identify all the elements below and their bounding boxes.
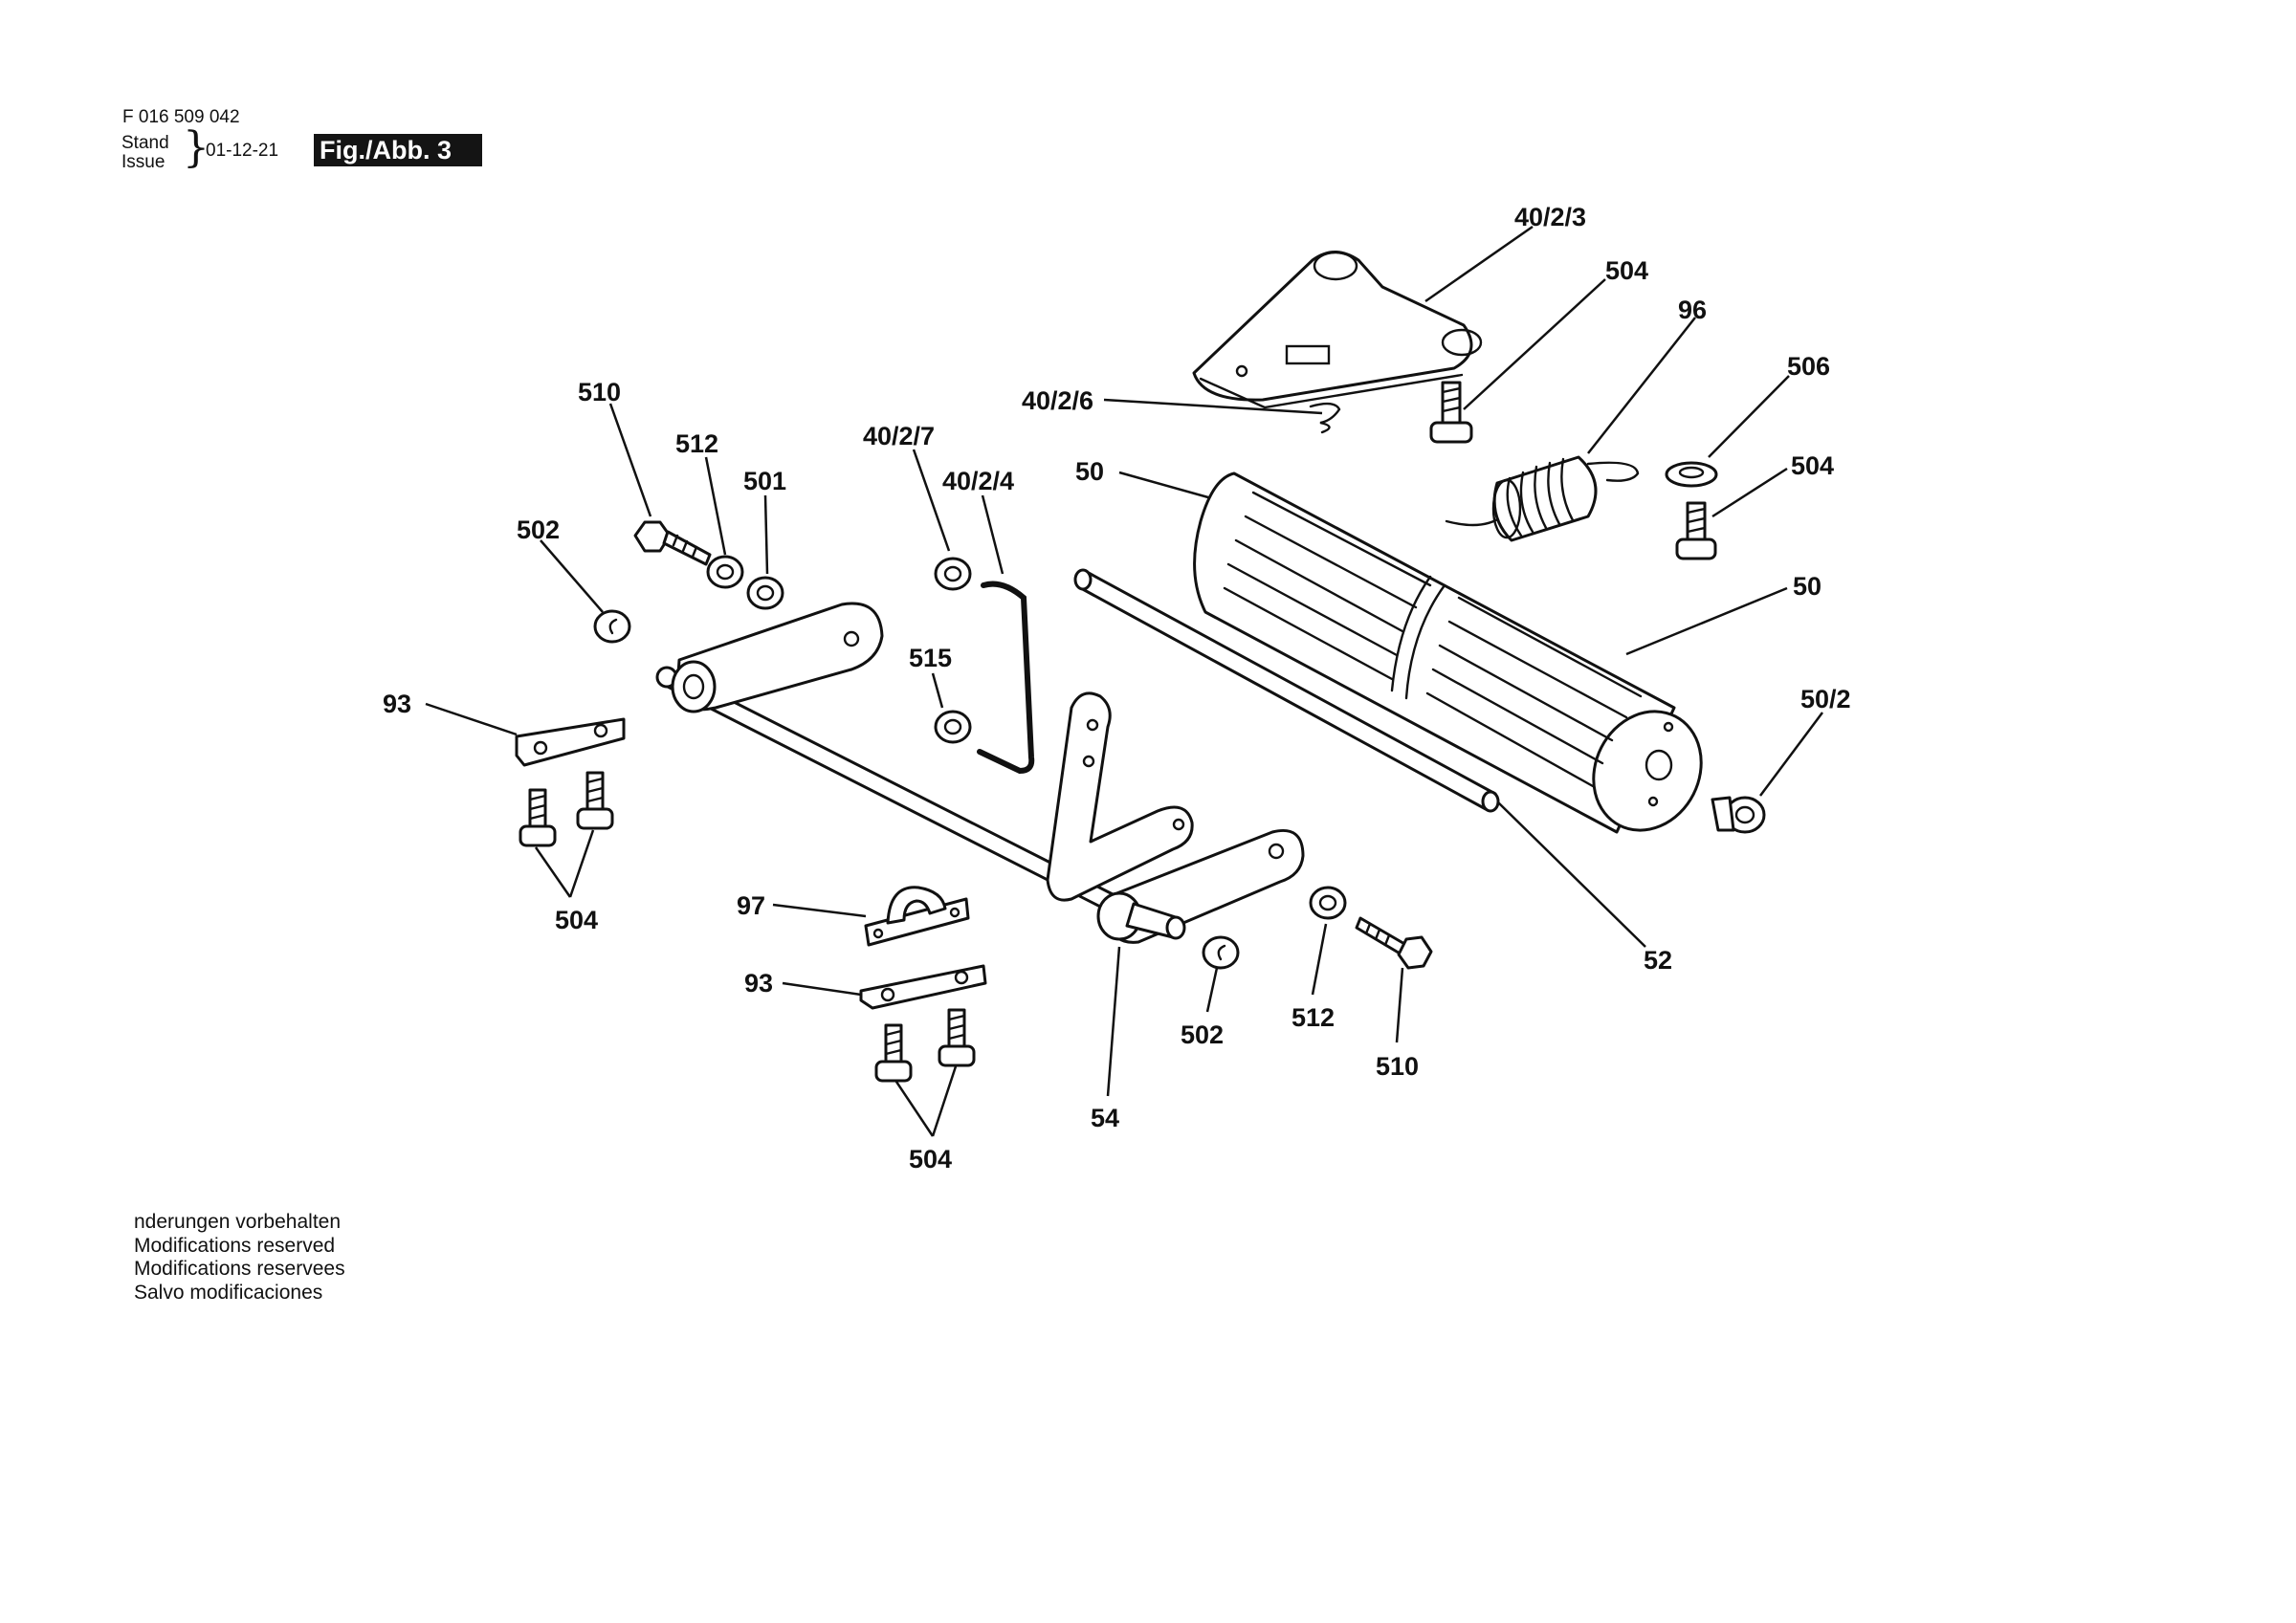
leader-506 xyxy=(1708,375,1790,458)
leader-504-top xyxy=(1463,278,1606,410)
modifications-notice: nderungen vorbehalten Modifications rese… xyxy=(134,1211,345,1305)
callout-512-right: 512 xyxy=(1292,1003,1335,1032)
nut-515-part xyxy=(934,710,972,744)
washer-left-part xyxy=(593,609,631,644)
leader-504-left-b xyxy=(568,829,595,898)
callout-52: 52 xyxy=(1644,946,1672,975)
washer-mid-part xyxy=(1202,935,1240,970)
callout-50-lower: 50 xyxy=(1793,572,1821,601)
leader-50-upper xyxy=(1118,471,1216,501)
lock-washer-right-part xyxy=(1309,886,1347,920)
callout-labels: 40/2/3 504 96 506 504 40/2/6 510 512 501… xyxy=(383,203,1851,1173)
spring-part xyxy=(1445,455,1640,542)
leader-50-lower xyxy=(1625,586,1788,656)
screw-top-part xyxy=(1429,381,1473,444)
callout-504-left: 504 xyxy=(555,906,598,934)
clamp-plate-mid-part xyxy=(859,964,987,1010)
leader-510-right xyxy=(1395,967,1404,1043)
clamp-plate-left-part xyxy=(515,717,626,767)
callout-502-left: 502 xyxy=(517,515,560,544)
screw-right-part xyxy=(1675,501,1717,560)
end-cap-part xyxy=(1711,796,1766,834)
callout-504-bottom: 504 xyxy=(909,1145,952,1173)
callout-40-2-7: 40/2/7 xyxy=(863,422,935,450)
callout-501: 501 xyxy=(743,467,786,495)
leader-504-right xyxy=(1711,467,1788,518)
callout-510-left: 510 xyxy=(578,378,621,406)
callout-50-upper: 50 xyxy=(1075,457,1104,486)
issue-label: Issue xyxy=(121,152,166,172)
callout-506: 506 xyxy=(1787,352,1830,381)
callout-96: 96 xyxy=(1678,296,1707,324)
leader-93-mid xyxy=(782,981,862,997)
leader-515 xyxy=(931,672,944,709)
callout-504-top: 504 xyxy=(1605,256,1648,285)
leader-504-bottom-a xyxy=(893,1078,935,1137)
figure-label: Fig./Abb. 3 xyxy=(320,136,452,164)
leader-501 xyxy=(763,494,769,575)
left-crank-arm-part xyxy=(671,602,884,713)
callout-40-2-4: 40/2/4 xyxy=(942,467,1014,495)
callout-50-2: 50/2 xyxy=(1800,685,1851,713)
bolt-right-part xyxy=(1355,916,1433,970)
notice-english: Modifications reserved xyxy=(134,1234,336,1257)
notice-french: Modifications reservees xyxy=(134,1258,345,1280)
callout-504-right: 504 xyxy=(1791,451,1834,480)
leader-54 xyxy=(1106,946,1121,1097)
issue-date: 01-12-21 xyxy=(206,141,279,161)
callout-512-left: 512 xyxy=(675,429,718,458)
leader-50-2 xyxy=(1758,712,1824,797)
callout-97: 97 xyxy=(737,891,765,920)
callout-40-2-3: 40/2/3 xyxy=(1514,203,1586,231)
screw-left-b-part xyxy=(576,771,614,830)
notice-spanish: Salvo modificaciones xyxy=(134,1281,323,1304)
bent-wire-part xyxy=(977,581,1035,775)
screw-left-a-part xyxy=(519,788,557,847)
leader-96 xyxy=(1587,317,1696,454)
leader-502-left xyxy=(540,539,604,613)
leader-93-left xyxy=(425,702,518,736)
nut-40-2-7-part xyxy=(934,557,972,591)
leader-502-mid xyxy=(1205,967,1219,1013)
v-lever-part xyxy=(1046,691,1194,902)
callout-93-mid: 93 xyxy=(744,969,773,998)
callout-502-mid: 502 xyxy=(1181,1020,1224,1049)
washer-right-part xyxy=(1665,461,1718,488)
bolt-left-part xyxy=(633,520,712,566)
leader-40-2-6 xyxy=(1103,398,1323,415)
leader-504-bottom-b xyxy=(931,1063,959,1137)
triangular-plate-part xyxy=(1192,251,1483,409)
callout-510-right: 510 xyxy=(1376,1052,1419,1081)
leader-97 xyxy=(772,903,867,918)
callout-93-left: 93 xyxy=(383,690,411,718)
leader-52 xyxy=(1496,801,1646,948)
leader-40-2-7 xyxy=(912,449,951,552)
saddle-clamp-part xyxy=(864,886,970,947)
callout-515: 515 xyxy=(909,644,952,672)
roller-rod-part xyxy=(1073,568,1500,813)
brace-symbol: } xyxy=(183,123,210,172)
leader-512-right xyxy=(1311,923,1328,996)
document-number: F 016 509 042 xyxy=(122,107,240,127)
stand-label: Stand xyxy=(121,133,169,153)
callout-54: 54 xyxy=(1091,1104,1119,1132)
stub-shaft-part xyxy=(1096,891,1186,941)
clip-part xyxy=(1309,402,1341,434)
screw-bottom-a-part xyxy=(874,1023,913,1083)
leader-510-left xyxy=(608,403,652,517)
notice-german: nderungen vorbehalten xyxy=(134,1211,342,1233)
roller-part xyxy=(1193,472,1703,834)
leader-512-left xyxy=(704,456,727,556)
leader-40-2-3 xyxy=(1424,225,1534,303)
lock-washer-left-part xyxy=(706,555,744,589)
screw-bottom-b-part xyxy=(938,1008,976,1067)
leader-504-left-a xyxy=(534,846,572,898)
leader-40-2-4 xyxy=(981,494,1004,575)
main-shaft-part xyxy=(655,666,1116,912)
callout-40-2-6: 40/2/6 xyxy=(1022,386,1093,415)
washer-501-part xyxy=(746,576,784,610)
leader-lines xyxy=(425,225,1824,1137)
figure-label-box xyxy=(314,134,482,166)
